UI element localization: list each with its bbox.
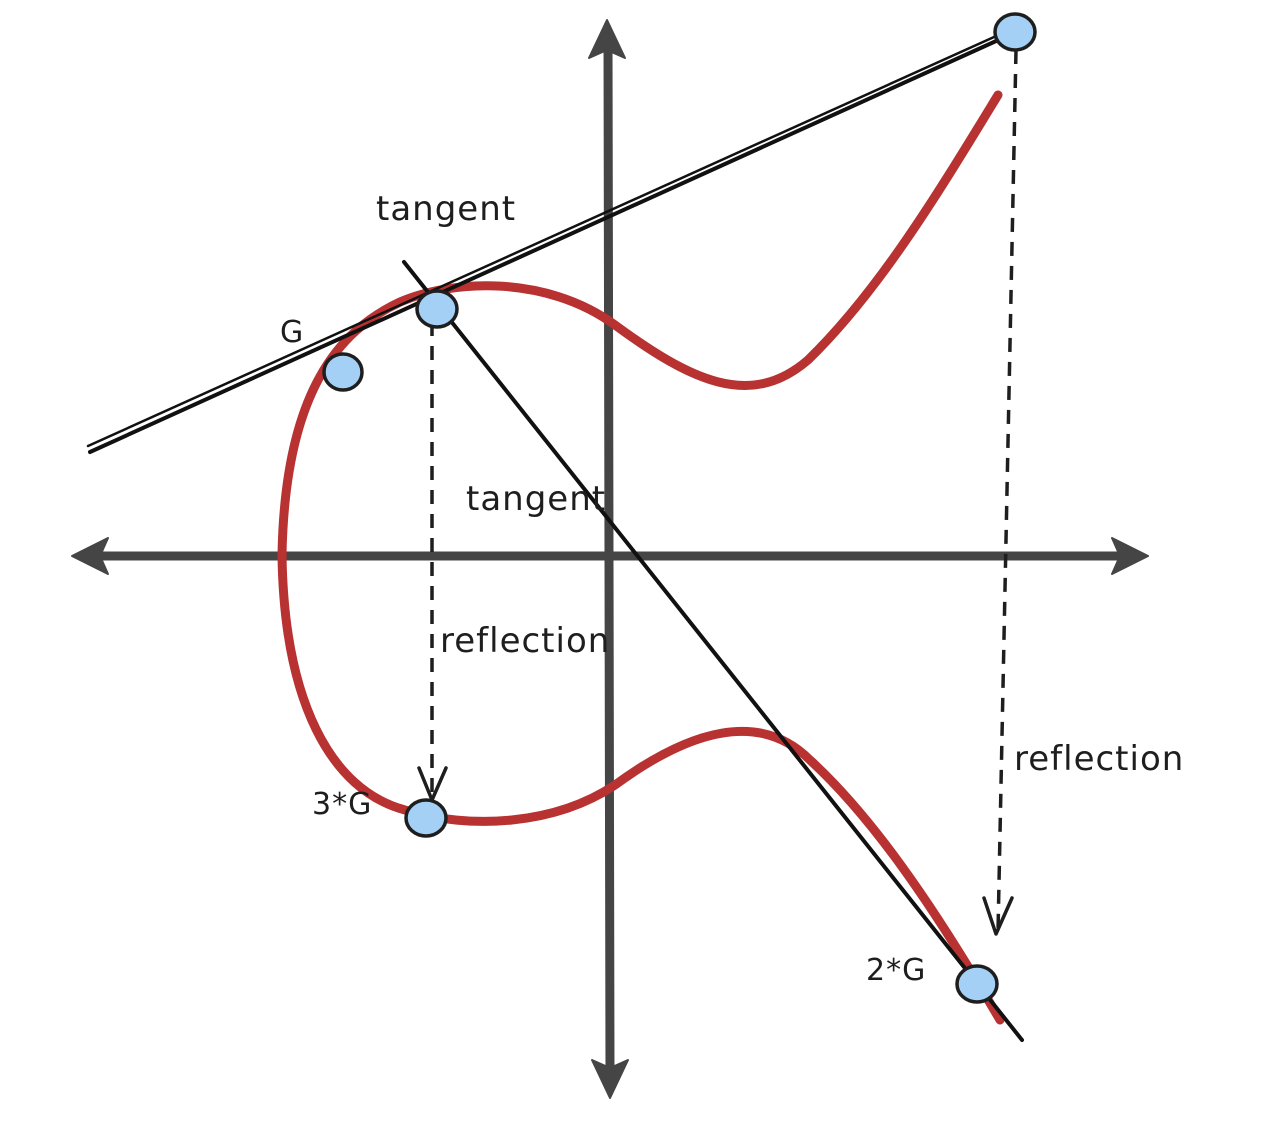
tangent-line-g-stroke-2 <box>86 26 1016 448</box>
reflection-arrow-right <box>982 49 1018 936</box>
point-g <box>322 352 364 392</box>
label-tangent-mid: tangent <box>466 479 606 519</box>
curve-lower-branch <box>277 550 1005 1025</box>
tangent-line-g <box>86 26 1018 454</box>
points <box>322 12 1037 1004</box>
axes <box>71 19 1149 1099</box>
y-axis <box>603 37 615 1083</box>
x-axis-right-arrowhead <box>1111 537 1149 575</box>
point-3g <box>404 798 448 838</box>
reflection-right-dashed-line <box>996 49 1018 933</box>
reflection-arrow-left <box>417 322 448 802</box>
elliptic-curve <box>277 90 1005 1025</box>
x-axis-left-arrowhead <box>71 537 109 575</box>
label-g: G <box>280 315 304 350</box>
label-2g: 2*G <box>866 953 926 988</box>
curve-upper-branch <box>277 90 1003 560</box>
label-3g: 3*G <box>312 787 372 822</box>
point-2g <box>955 964 999 1004</box>
y-axis-top-arrowhead <box>588 19 626 59</box>
tangent-line-2 <box>402 260 1024 1042</box>
tangent-line-g-stroke <box>88 30 1018 454</box>
label-tangent-top: tangent <box>376 189 516 229</box>
point-tangent-intersection <box>415 289 459 329</box>
labels: tangent tangent reflection reflection G … <box>280 189 1184 988</box>
label-reflection-left: reflection <box>440 621 610 661</box>
label-reflection-right: reflection <box>1014 739 1184 779</box>
y-axis-bottom-arrowhead <box>591 1059 629 1099</box>
reflection-right-arrowhead <box>982 896 1014 936</box>
point-top-right <box>993 12 1037 52</box>
